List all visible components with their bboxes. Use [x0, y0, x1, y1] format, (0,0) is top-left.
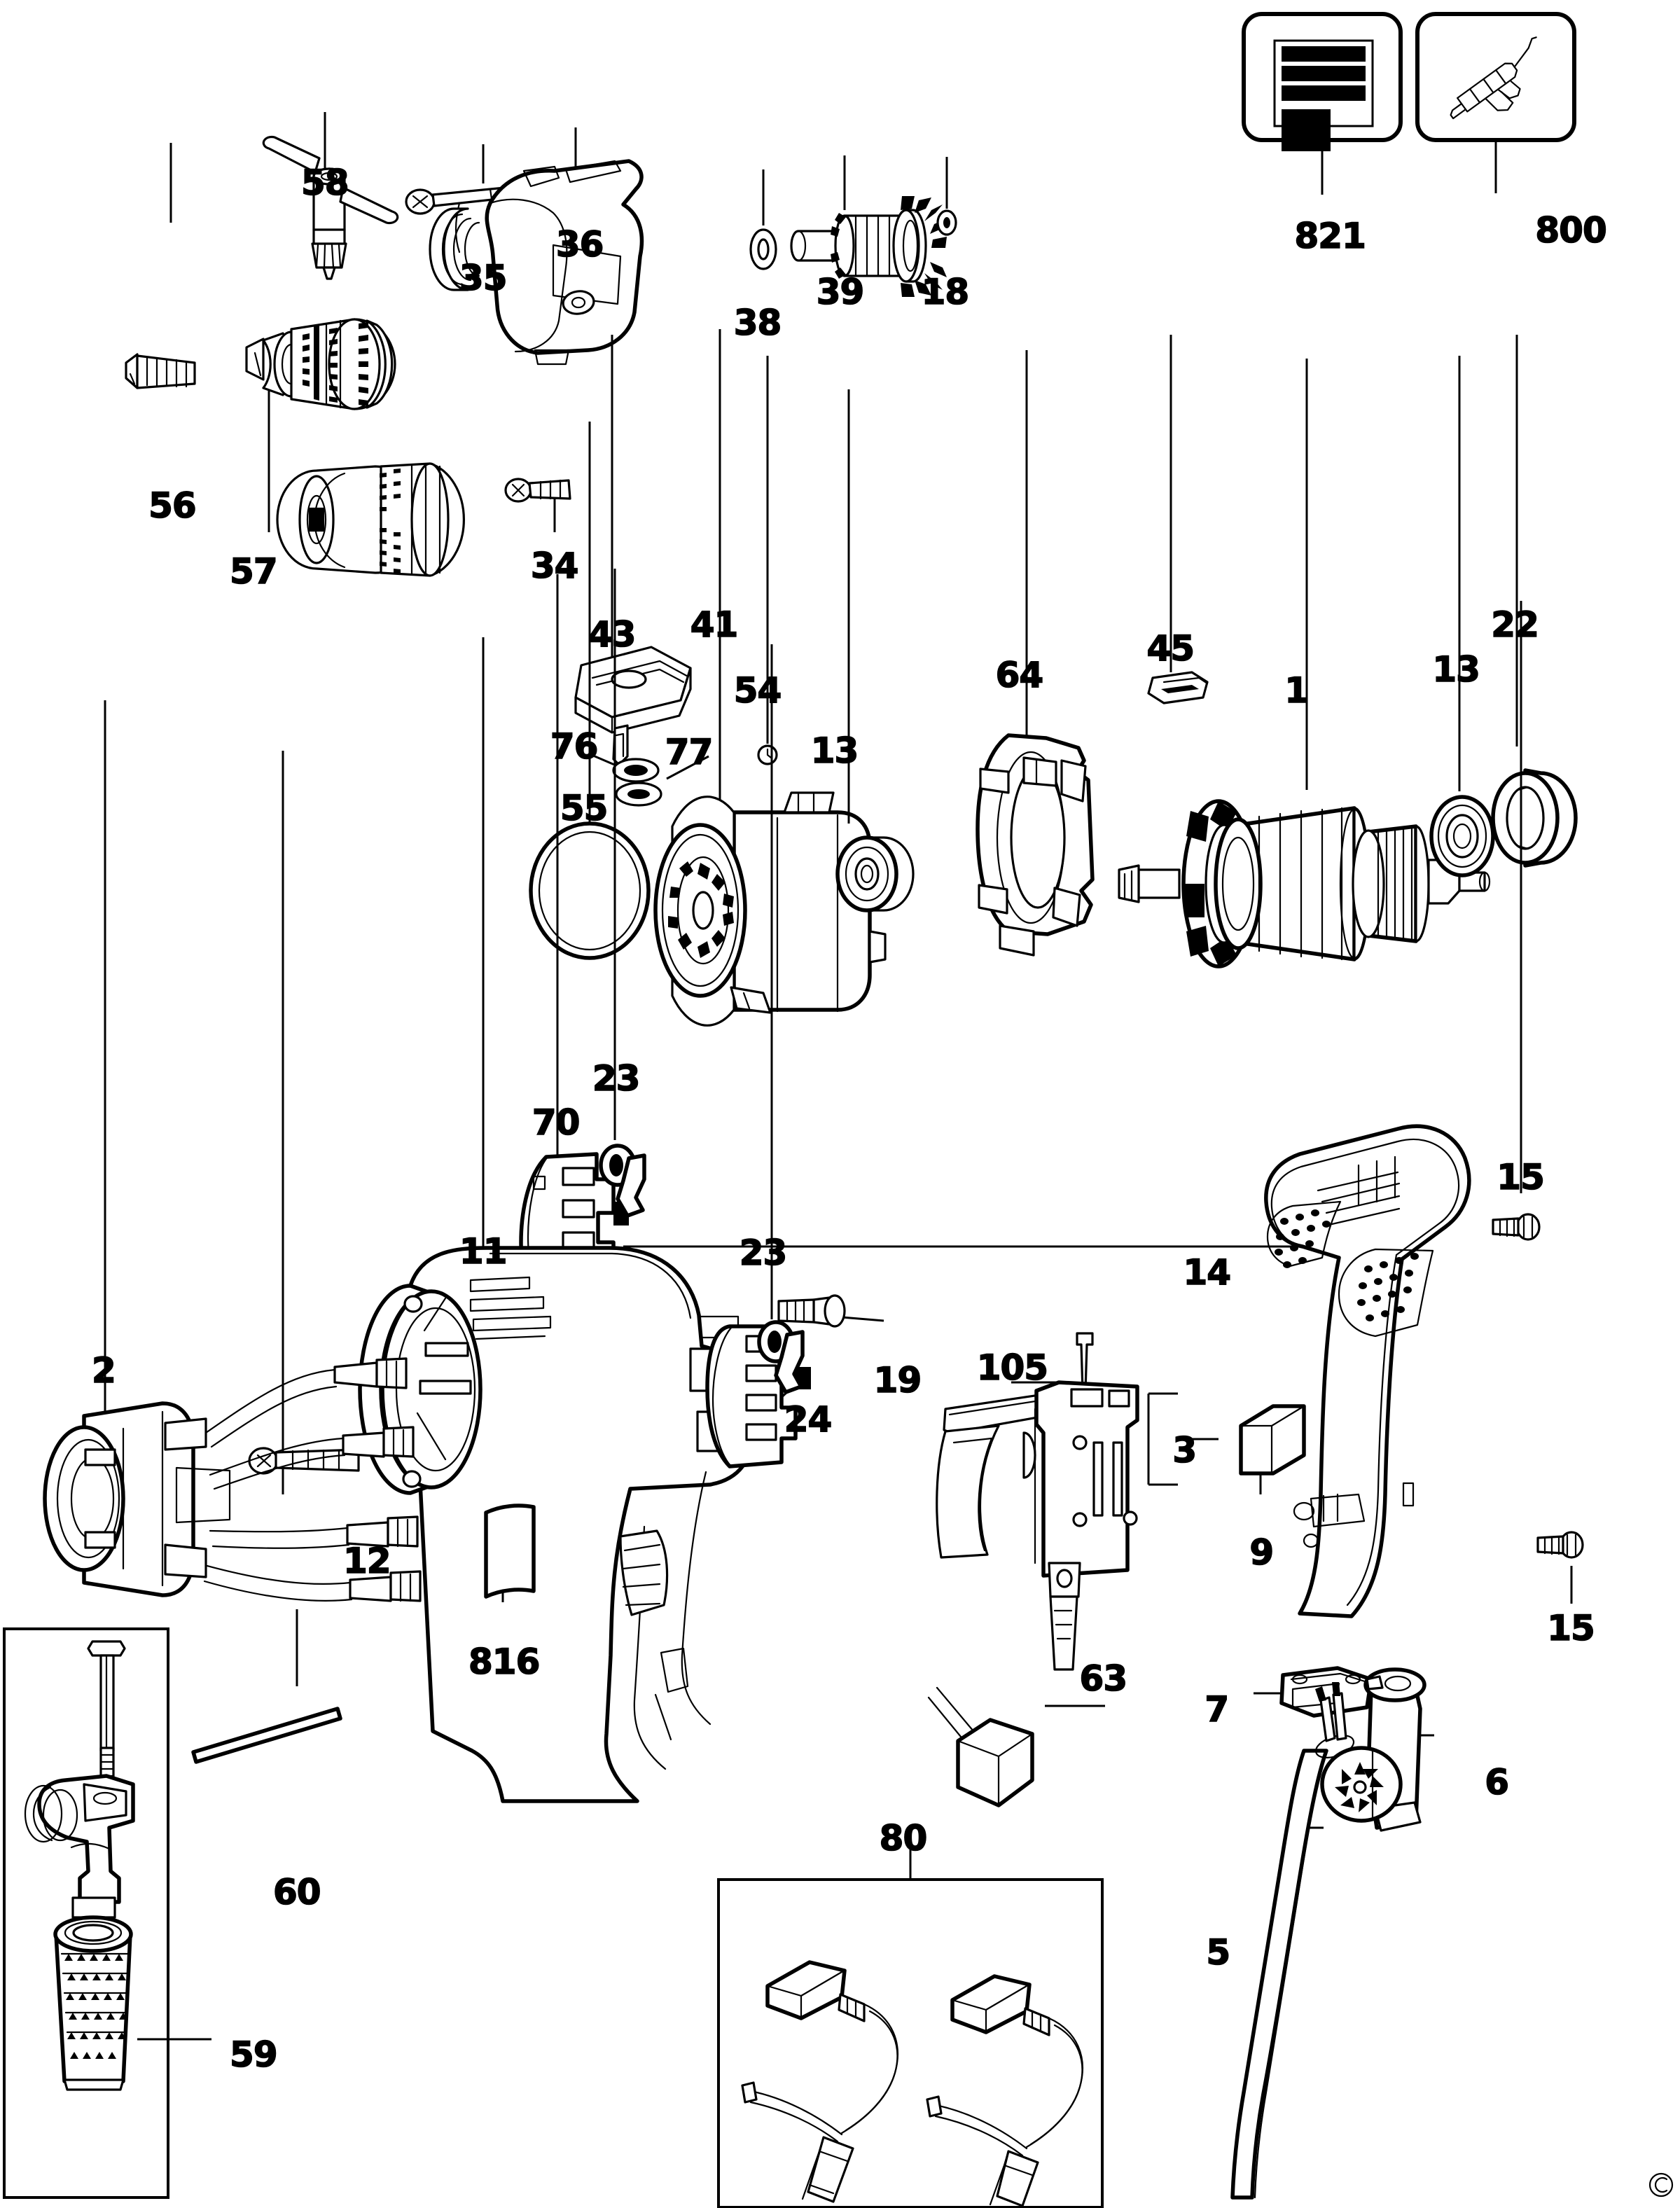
- callout-80-carbon-brush-set: 80: [879, 1817, 928, 1859]
- part-13-bearing-gearcase: [835, 389, 915, 912]
- carbon-brush-a: [741, 1960, 898, 2203]
- callout-55-o-ring-large: 55: [560, 787, 609, 828]
- callout-23-brush-cap-spring: 23: [739, 1233, 788, 1274]
- part-14-handle-cover: [623, 1124, 1471, 1618]
- part-9-terminal-block: [1239, 1404, 1306, 1494]
- callout-58-chuck-key: 58: [300, 162, 349, 203]
- part-57-keyless-chuck: [276, 462, 465, 577]
- part-13-bearing-armature: [1429, 356, 1495, 877]
- callout-13-ball-bearing: 13: [810, 730, 859, 771]
- callout-15-screw-handle-lower: 15: [1546, 1607, 1595, 1648]
- boxed-inset-821: [1242, 12, 1403, 195]
- part-816-nameplate: [484, 1504, 536, 1602]
- mesh-texture: [64, 1954, 127, 2059]
- callout-2-field-coil: 2: [91, 1350, 116, 1391]
- part-57-keyed-chuck: [245, 318, 396, 532]
- callout-59-side-handle: 59: [229, 2034, 278, 2076]
- callout-23-brush-cap-spring: 23: [592, 1057, 641, 1099]
- callout-816-nameplate: 816: [468, 1641, 541, 1682]
- part-15-screw-upper: [1492, 601, 1541, 1241]
- part-23-brush-cap-right: [757, 644, 805, 1394]
- callout-60-depth-rod: 60: [272, 1872, 321, 1913]
- part-7-cord-clamp: [1254, 1666, 1373, 1718]
- part-76-spring-washer: [588, 752, 660, 783]
- callout-45-woodruff-key: 45: [1146, 628, 1195, 669]
- callout-800-tool-illustration: 800: [1535, 209, 1608, 251]
- boxed-inset-800: [1415, 12, 1576, 193]
- part-39-spindle-gear: [790, 155, 947, 297]
- boxed-inset-side-handle: [3, 1609, 342, 2199]
- callout-3-switch-assembly: 3: [1172, 1430, 1197, 1471]
- part-58-chuck-key: [262, 112, 399, 280]
- callout-39-spindle-gear: 39: [816, 271, 865, 312]
- part-63-capacitor: [927, 1686, 1105, 1807]
- part-77-o-ring-small: [615, 755, 709, 807]
- callout-5-power-cord: 5: [1206, 1932, 1231, 1973]
- callout-14-handle-cover: 14: [1183, 1252, 1232, 1293]
- callout-64-brush-ring-baffle: 64: [995, 655, 1044, 696]
- callout-54-pin: 54: [733, 670, 782, 711]
- part-2-field-coil: [43, 700, 422, 1602]
- callout-821-label-plate: 821: [1294, 215, 1367, 256]
- callout-35-screw-long: 35: [459, 257, 508, 298]
- callout-56-chuck-screw: 56: [148, 485, 197, 527]
- callout-63-capacitor: 63: [1079, 1658, 1128, 1699]
- callout-41-gear-case: 41: [690, 604, 739, 646]
- part-45-woodruff-key: [1147, 335, 1209, 704]
- part-6-cord-sleeve: [1320, 1667, 1434, 1832]
- part-55-o-ring: [529, 422, 651, 960]
- callout-76-spring-washer: 76: [550, 726, 599, 767]
- mode-selector-body: [574, 646, 692, 766]
- part-22-rubber-ring: [1491, 335, 1578, 868]
- callout-34-screw-short: 34: [530, 546, 579, 587]
- part-23-brush-cap-upper: [599, 569, 646, 1218]
- grip-texture-left: [1275, 1209, 1331, 1268]
- callout-57-chuck: 57: [229, 551, 278, 592]
- callout-12-screw-housing: 12: [342, 1540, 391, 1581]
- star-washer-icon: [1335, 1762, 1384, 1812]
- part-1-armature: [1118, 359, 1491, 968]
- callout-9-terminal-block: 9: [1249, 1532, 1275, 1573]
- callout-24-brush-holder-right: 24: [784, 1399, 833, 1440]
- part-36-gear-case-housing: [429, 127, 644, 366]
- callout-77-o-ring-small: 77: [665, 732, 714, 772]
- callout-18-circlip: 18: [921, 271, 970, 312]
- part-56-chuck-screw: [125, 143, 196, 389]
- callout-19-screw-pan: 19: [873, 1360, 922, 1401]
- part-34-short-screw: [504, 478, 571, 532]
- callout-15-screw-handle-upper: 15: [1497, 1157, 1546, 1198]
- callout-22-rubber-ring: 22: [1491, 604, 1540, 646]
- callout-7-cord-clamp: 7: [1205, 1688, 1230, 1730]
- field-coil-leads: [203, 1357, 422, 1602]
- callout-36-gear-case-housing: 36: [555, 223, 604, 265]
- boxed-inset-carbon-brushes: [717, 1836, 1104, 2208]
- callout-13-ball-bearing: 13: [1432, 649, 1481, 690]
- callout-105-screw-switch: 105: [976, 1347, 1049, 1389]
- part-15-screw-lower: [1536, 1531, 1584, 1604]
- part-64-brush-ring: [976, 350, 1095, 957]
- callout-70-brush-holder-left: 70: [532, 1102, 581, 1144]
- copyright-mark: [1648, 2172, 1674, 2197]
- callout-1-armature: 1: [1284, 670, 1310, 711]
- part-18-circlip: [936, 157, 957, 236]
- callout-11-motor-housing: 11: [459, 1231, 508, 1272]
- callout-38-washer: 38: [733, 302, 782, 343]
- callout-6-cord-sleeve: 6: [1484, 1761, 1509, 1803]
- part-38-washer: [749, 169, 777, 270]
- grip-texture-right: [1357, 1253, 1419, 1321]
- part-41-gear-case: [653, 329, 887, 1027]
- part-19-pan-screw: [777, 1294, 884, 1328]
- part-3-switch-assembly: [936, 1380, 1219, 1671]
- part-5-power-cord: [1230, 1682, 1355, 2200]
- part-43-mode-selector: [574, 335, 692, 766]
- carbon-brush-b: [926, 1974, 1083, 2207]
- callout-43-mode-selector: 43: [588, 614, 637, 655]
